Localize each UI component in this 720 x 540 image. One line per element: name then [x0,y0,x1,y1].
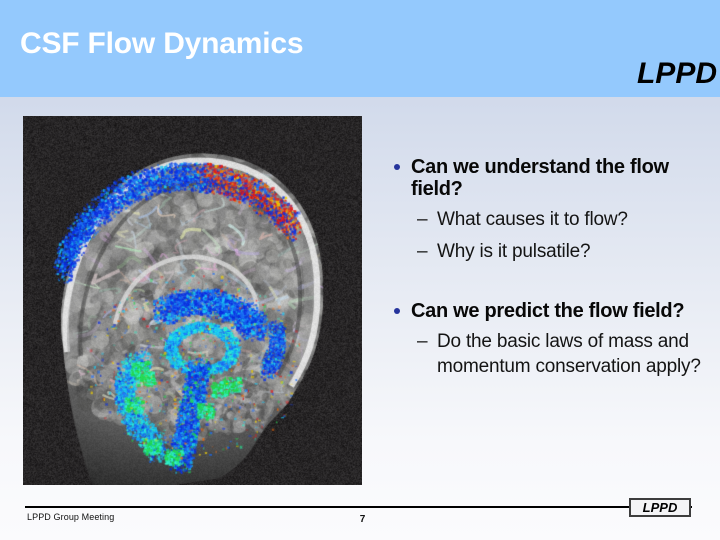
bullet-dot-icon [394,308,400,314]
dash-icon: – [417,331,428,352]
bullet-block-1: Can we understand the flow field? – What… [389,156,707,264]
header-brand-logo: LPPD [636,57,717,90]
bullet-block-2: Can we predict the flow field? – Do the … [389,300,707,379]
bullet-item: Can we understand the flow field? [389,156,707,200]
sub-bullet-item: – Why is it pulsatile? [389,239,707,264]
slide-body-content: Can we understand the flow field? – What… [389,156,707,379]
bullet-dot-icon [394,164,400,170]
bullet-item: Can we predict the flow field? [389,300,707,322]
footer-meeting-label: LPPD Group Meeting [27,512,115,522]
sub-bullet-item: – Do the basic laws of mass and momentum… [389,329,707,379]
content-spacer [389,264,707,300]
sub-bullet-label: Do the basic laws of mass and momentum c… [437,331,701,377]
slide-header-band: CSF Flow Dynamics LPPD [0,0,720,97]
bullet-label: Can we predict the flow field? [411,300,685,322]
dash-icon: – [417,209,428,230]
bullet-label: Can we understand the flow field? [411,156,669,200]
sub-bullet-label: Why is it pulsatile? [437,241,591,262]
footer-brand-logo-text: LPPD [642,500,678,515]
sub-bullet-label: What causes it to flow? [437,209,628,230]
page-title: CSF Flow Dynamics [20,27,304,60]
footer-divider [25,506,692,508]
mri-brain-image: Sagittal MRI brain scan with color-coded… [23,116,362,485]
page-number: 7 [359,514,366,525]
mri-canvas [23,116,362,485]
footer-brand-logo-box: LPPD [629,498,691,517]
sub-bullet-item: – What causes it to flow? [389,207,707,232]
dash-icon: – [417,241,428,262]
